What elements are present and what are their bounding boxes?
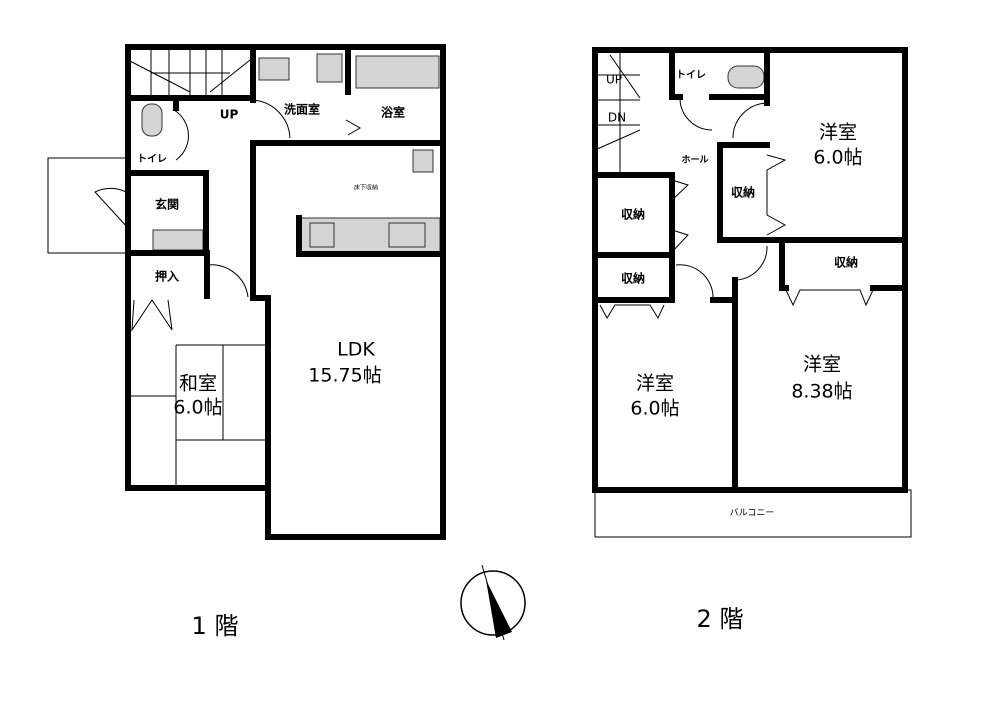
bathtub-icon: [355, 55, 440, 89]
floor-1-walls: [125, 44, 446, 540]
label-room-ne: 洋室: [819, 122, 857, 144]
label-room-se-size: 8.38帖: [791, 381, 852, 403]
stairs-icon: [127, 47, 251, 98]
label-washitsu: 和室: [179, 373, 217, 395]
toilet-icon: [727, 65, 765, 89]
label-closet: 押入: [155, 269, 179, 284]
label-hall: ホール: [681, 155, 708, 166]
label-underfloor-storage: 床下収納: [354, 184, 378, 192]
floor-1-label: 1 階: [192, 612, 239, 640]
label-toilet: トイレ: [137, 153, 167, 165]
label-room-ne-size: 6.0帖: [813, 147, 862, 169]
tatami-lines: [128, 344, 268, 488]
label-room-sw: 洋室: [636, 373, 674, 395]
label-toilet: トイレ: [676, 69, 706, 81]
floor-2-label: 2 階: [697, 605, 744, 633]
label-bath: 浴室: [381, 105, 405, 120]
label-balcony: バルコニー: [730, 508, 775, 519]
label-room-sw-size: 6.0帖: [630, 398, 679, 420]
washing-machine-icon: [316, 53, 343, 83]
label-storage-lower-left: 収納: [621, 271, 645, 286]
floor-2-plan: UP DN トイレ ホール 洋室 6.0帖 収納 収納 収納 収納 洋室 6.0…: [592, 47, 912, 538]
door-swings: [94, 99, 361, 332]
label-entrance: 玄関: [155, 197, 179, 212]
shoe-cabinet-icon: [152, 229, 204, 251]
label-storage-left: 収納: [621, 207, 645, 222]
label-storage-right: 収納: [834, 255, 858, 270]
fridge-icon: [412, 149, 434, 173]
label-up: UP: [606, 73, 622, 87]
north-arrow-icon: [460, 564, 526, 641]
sink-icon: [388, 222, 426, 248]
floor-1-plan: UP 洗面室 浴室 トイレ 玄関 押入 床下収納 和室 6.0帖 LDK 15.…: [47, 44, 446, 540]
label-dn: DN: [608, 111, 626, 125]
stairs-icon: [594, 50, 641, 175]
floor-2-walls: [592, 47, 908, 493]
stove-icon: [309, 222, 335, 248]
label-room-se: 洋室: [803, 354, 841, 376]
washbasin-icon: [258, 57, 290, 81]
porch: [47, 157, 129, 254]
label-washitsu-size: 6.0帖: [173, 397, 222, 419]
label-washroom: 洗面室: [284, 102, 320, 117]
toilet-icon: [141, 103, 163, 137]
label-storage-hall: 収納: [731, 185, 755, 200]
label-ldk-size: 15.75帖: [308, 365, 381, 387]
label-up: UP: [220, 108, 239, 122]
label-ldk: LDK: [337, 339, 375, 361]
